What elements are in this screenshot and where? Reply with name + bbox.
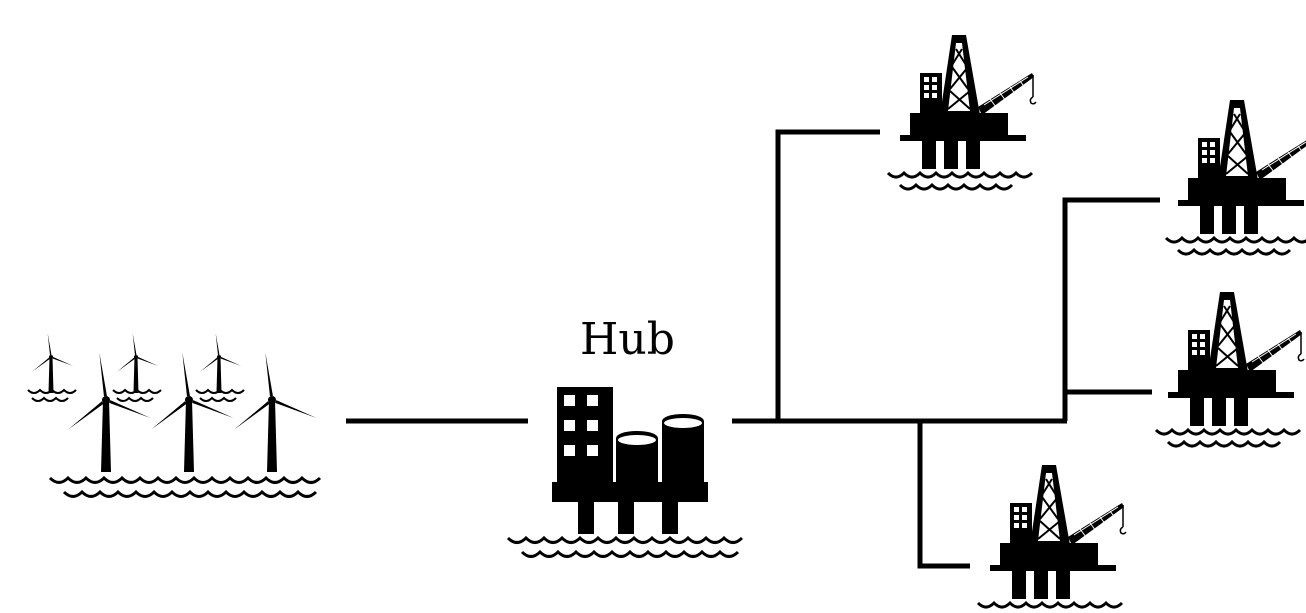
oil-platform-3-icon bbox=[1156, 292, 1304, 446]
hub-label: Hub bbox=[580, 318, 675, 362]
oil-platform-2-icon bbox=[1166, 100, 1306, 254]
hub-platform-icon bbox=[508, 387, 742, 557]
branch-line-platform-1 bbox=[778, 132, 880, 421]
oil-platform-4-icon bbox=[978, 465, 1126, 613]
small-turbine bbox=[32, 333, 74, 393]
large-turbine bbox=[150, 352, 234, 472]
branch-line-platform-2 bbox=[1065, 200, 1160, 421]
wind-farm-icon bbox=[28, 333, 320, 496]
branch-line-platform-4 bbox=[920, 421, 970, 566]
small-turbine bbox=[117, 333, 159, 393]
small-turbine bbox=[200, 333, 242, 393]
oil-platform-1-icon bbox=[888, 35, 1036, 189]
large-turbine bbox=[67, 352, 151, 472]
large-turbine bbox=[233, 352, 317, 472]
